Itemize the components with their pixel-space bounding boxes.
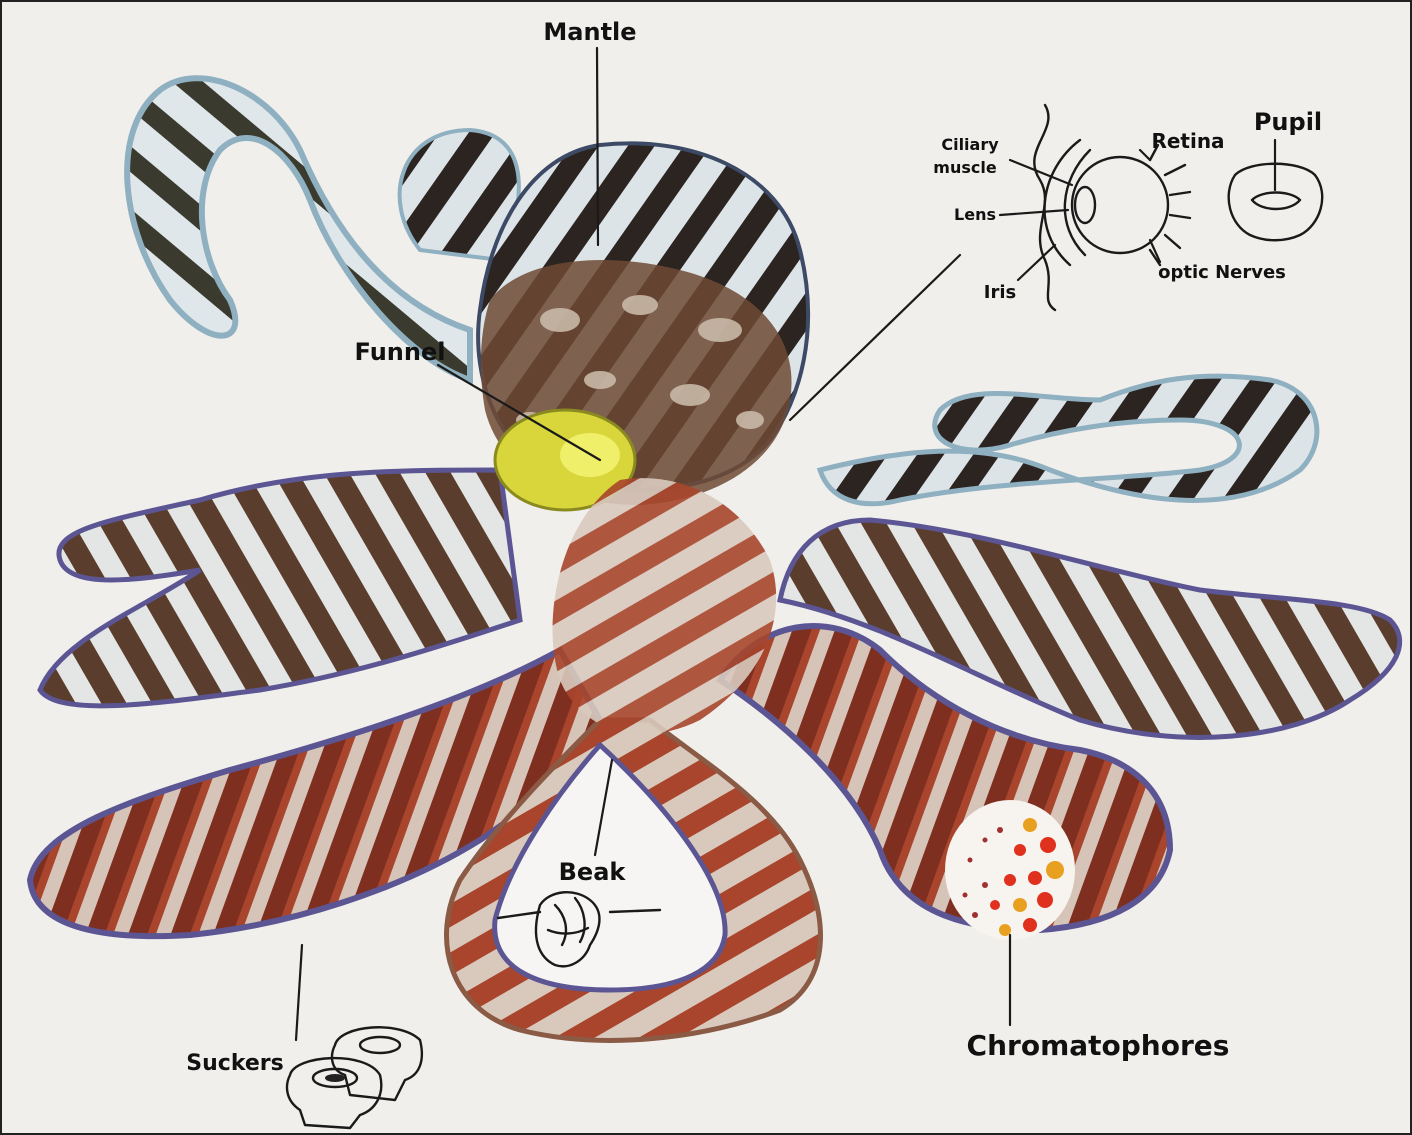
mantle-leader bbox=[597, 48, 598, 245]
label-beak: Beak bbox=[559, 858, 627, 886]
label-iris: Iris bbox=[984, 282, 1016, 303]
label-pupil: Pupil bbox=[1254, 108, 1322, 136]
label-funnel: Funnel bbox=[355, 338, 446, 366]
label-chromatophores: Chromatophores bbox=[967, 1029, 1230, 1062]
label-retina: Retina bbox=[1151, 129, 1224, 153]
label-ciliary-muscle-line1: Ciliary bbox=[941, 135, 999, 154]
label-optic-nerves: optic Nerves bbox=[1158, 262, 1286, 283]
label-lens: Lens bbox=[954, 205, 996, 224]
label-ciliary-muscle-line2: muscle bbox=[933, 158, 997, 177]
label-mantle: Mantle bbox=[543, 18, 636, 46]
label-suckers: Suckers bbox=[186, 1051, 283, 1076]
